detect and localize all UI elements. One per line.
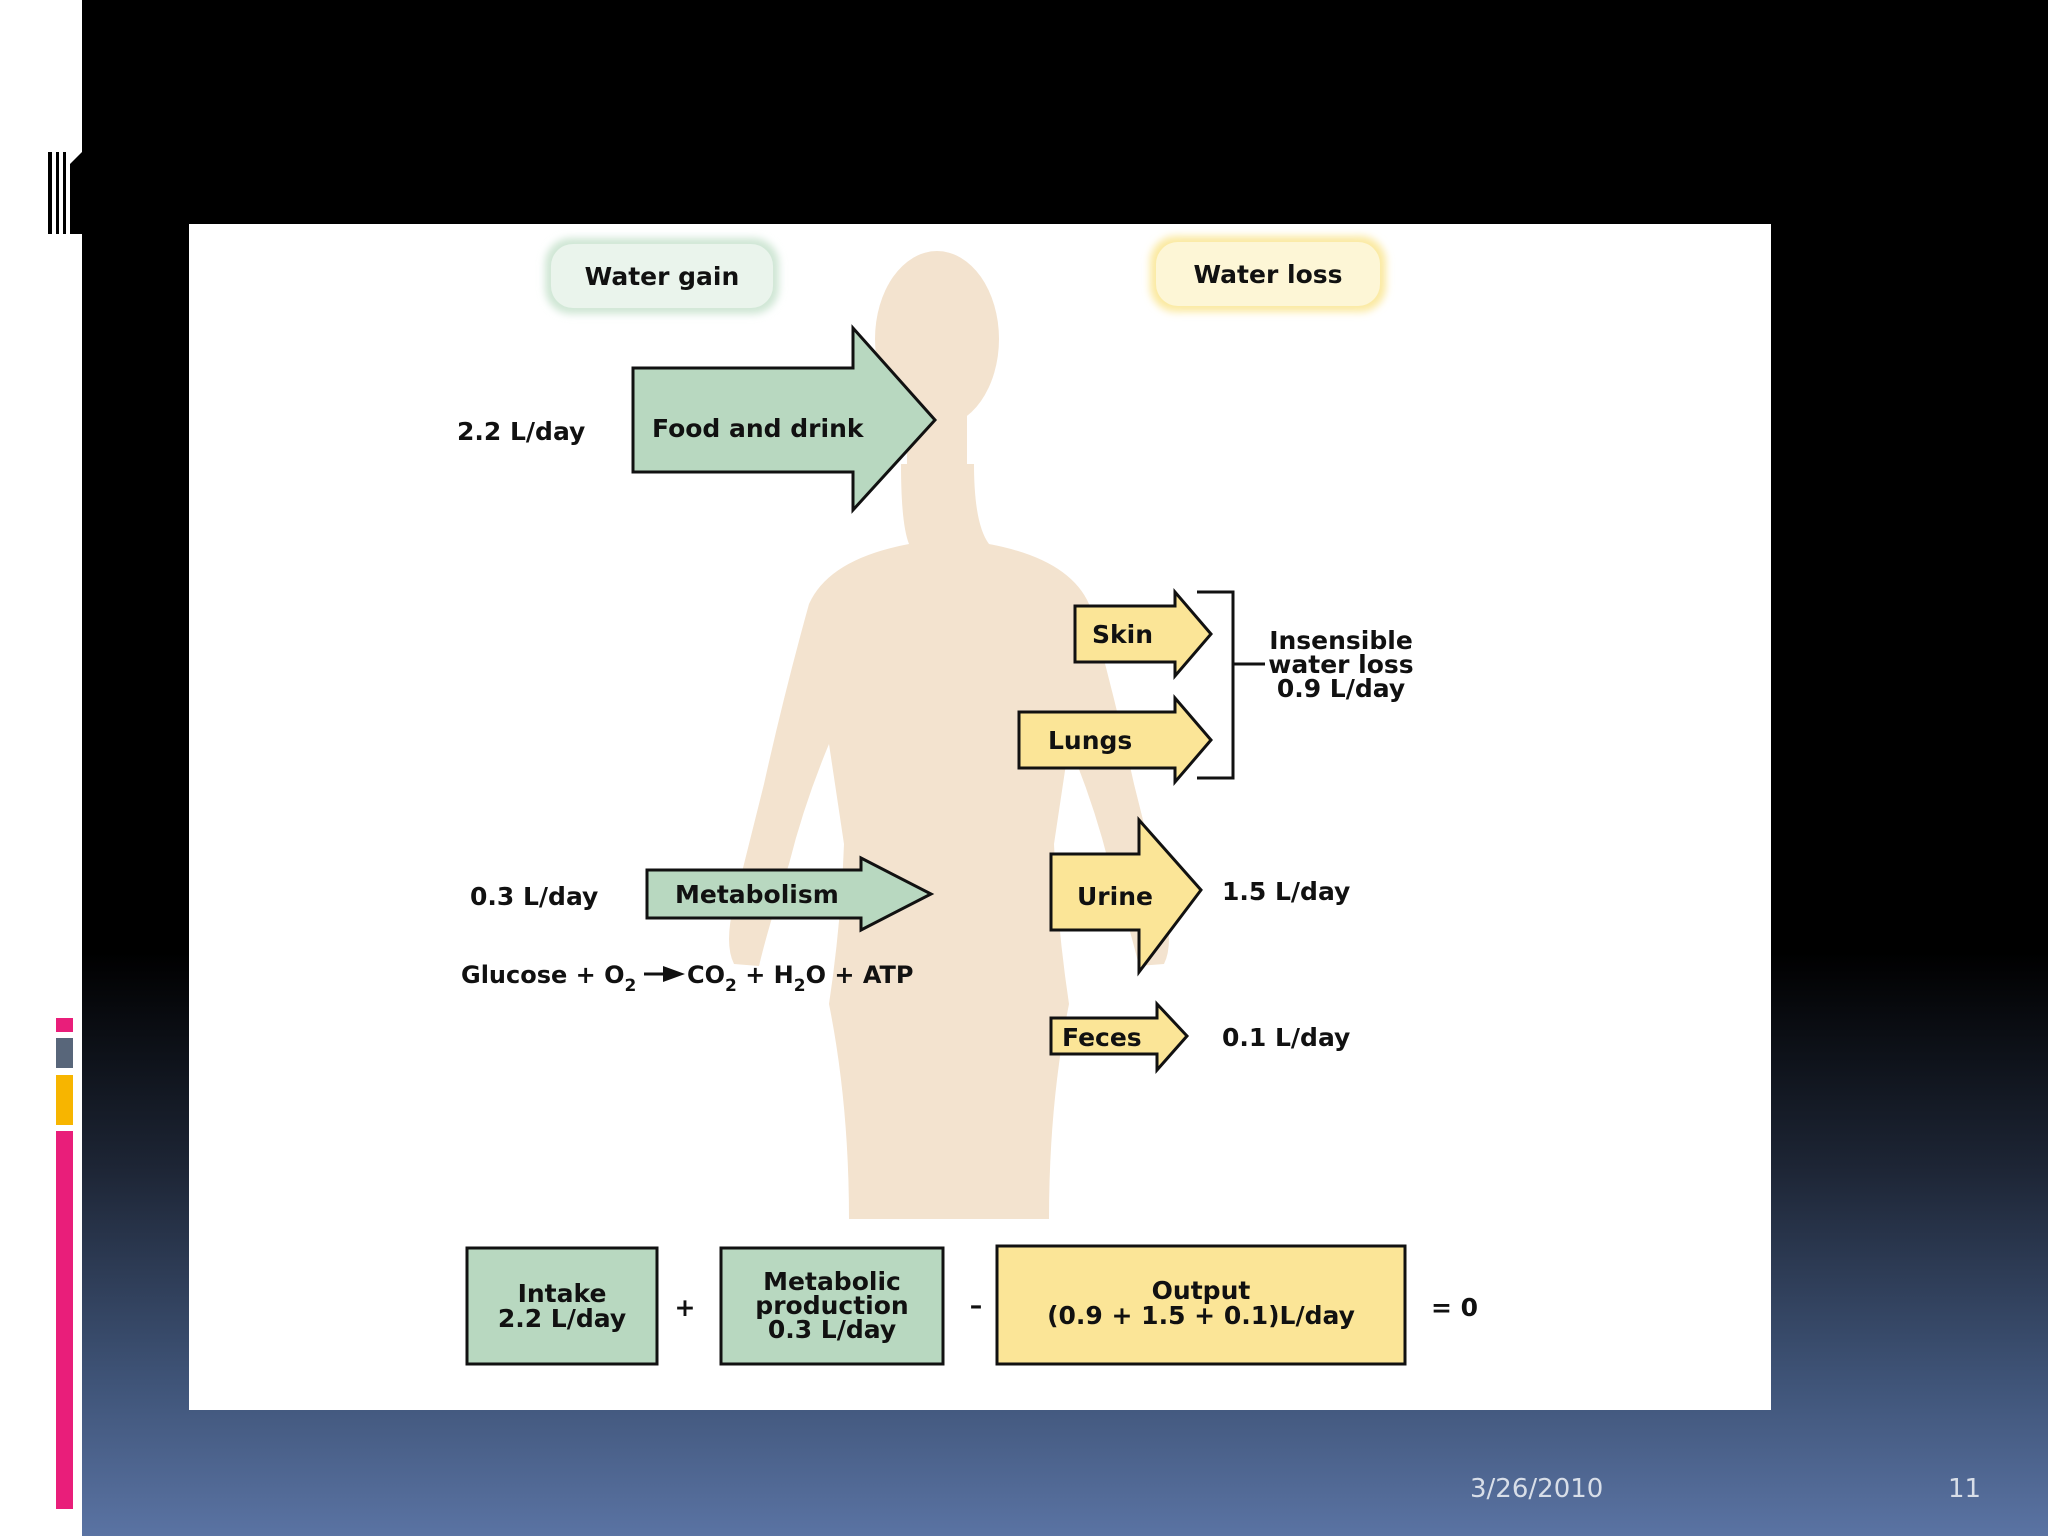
urine-label: Urine <box>1077 882 1153 911</box>
feces-arrow <box>1049 1000 1190 1074</box>
svg-text:CO2 + H2O + ATP: CO2 + H2O + ATP <box>687 961 914 996</box>
accent-bar-gray <box>56 1038 73 1068</box>
intake-line2: 2.2 L/day <box>498 1304 626 1333</box>
water-gain-heading: Water gain <box>585 262 740 291</box>
plus-sign: + <box>675 1293 696 1322</box>
lungs-label: Lungs <box>1048 726 1132 755</box>
skin-arrow <box>1073 587 1213 681</box>
insensible-line1: Insensible <box>1269 626 1413 655</box>
footer-page-number: 11 <box>1948 1474 1982 1504</box>
metabolism-label: Metabolism <box>675 880 839 909</box>
insensible-rate: 0.9 L/day <box>1277 674 1405 703</box>
equals-zero: = 0 <box>1431 1293 1478 1322</box>
footer-date: 3/26/2010 <box>1470 1474 1604 1504</box>
metabolism-rate: 0.3 L/day <box>470 882 598 911</box>
accent-bar-yellow <box>56 1075 73 1125</box>
metabolism-arrow <box>645 855 935 933</box>
slide-logo-icon <box>48 152 82 234</box>
metabolic-production-box <box>719 1246 945 1366</box>
feces-label: Feces <box>1062 1023 1142 1052</box>
insensible-line2: water loss <box>1268 650 1413 679</box>
output-line2: (0.9 + 1.5 + 0.1)L/day <box>1047 1301 1355 1330</box>
intake-line1: Intake <box>518 1279 607 1308</box>
water-balance-diagram: Water gain Water loss 2.2 L/day Food and… <box>457 236 1478 1366</box>
water-loss-heading: Water loss <box>1194 260 1343 289</box>
skin-label: Skin <box>1092 620 1153 649</box>
lungs-arrow <box>1017 693 1213 787</box>
diagram-panel: Water gain Water loss 2.2 L/day Food and… <box>189 224 1771 1410</box>
feces-rate: 0.1 L/day <box>1222 1023 1350 1052</box>
metabolic-line2: production <box>755 1291 908 1320</box>
output-line1: Output <box>1152 1276 1251 1305</box>
intake-box <box>465 1246 659 1366</box>
metabolic-line1: Metabolic <box>763 1267 901 1296</box>
accent-bar-pink <box>56 1131 73 1509</box>
urine-arrow <box>1049 816 1203 977</box>
minus-sign: – <box>970 1291 983 1320</box>
urine-rate: 1.5 L/day <box>1222 877 1350 906</box>
metabolism-equation: Glucose + O2 CO2 + H2O + ATP <box>461 961 914 996</box>
insensible-bracket <box>1197 590 1265 780</box>
accent-bar-pink-top <box>56 1018 73 1032</box>
food-drink-rate: 2.2 L/day <box>457 417 585 446</box>
output-box <box>995 1244 1407 1366</box>
metabolic-line3: 0.3 L/day <box>768 1315 896 1344</box>
food-drink-label: Food and drink <box>652 414 865 443</box>
svg-text:Glucose + O2: Glucose + O2 <box>461 961 636 996</box>
food-drink-arrow <box>631 324 938 514</box>
